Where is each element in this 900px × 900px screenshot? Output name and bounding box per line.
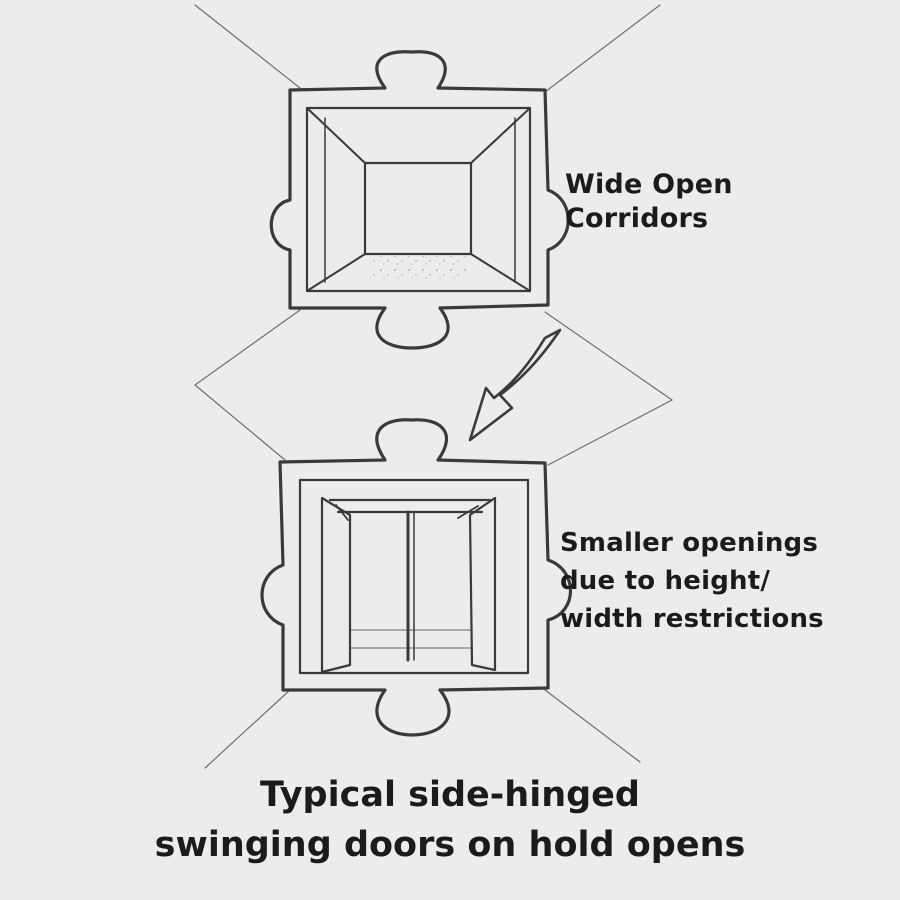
label-top-line-2: Corridors [565, 203, 709, 234]
perspective-lines [194, 4, 673, 769]
label-bottom-line-3: width restrictions [560, 604, 824, 634]
wide-open-corridors-label: Wide Open Corridors [565, 168, 733, 236]
top-puzzle-frame [269, 50, 570, 350]
label-bottom-line-1: Smaller openings [560, 528, 819, 558]
smaller-openings-label: Smaller openings due to height/ width re… [560, 524, 824, 638]
transition-arrow [468, 328, 562, 442]
label-bottom-line-2: due to height/ [560, 566, 771, 596]
bottom-frame-outline [260, 418, 572, 737]
label-top-line-1: Wide Open [565, 169, 733, 200]
caption-line-1: Typical side-hinged [260, 775, 640, 815]
top-frame-outline [269, 50, 570, 350]
bottom-puzzle-frame [260, 418, 572, 737]
caption-line-2: swinging doors on hold opens [154, 825, 746, 865]
diagram-caption: Typical side-hinged swinging doors on ho… [0, 770, 900, 870]
